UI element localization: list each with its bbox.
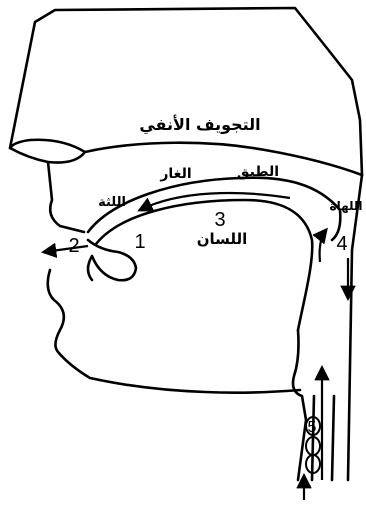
number-5: 5 xyxy=(308,419,317,436)
number-4: 4 xyxy=(336,233,347,255)
label-tongue: اللسان xyxy=(197,230,248,248)
pharynx-back xyxy=(348,175,362,480)
number-3: 3 xyxy=(214,209,225,231)
tongue-surface xyxy=(96,200,312,330)
lips-loop xyxy=(88,240,136,280)
skull-outline xyxy=(10,8,362,175)
label-nasal-cavity: التجويف الأنفي xyxy=(139,115,260,135)
nasal-bridge xyxy=(10,140,85,163)
label-velum: الطبق xyxy=(237,164,279,180)
label-palate: الغار xyxy=(159,166,191,182)
label-alveolar-ridge: اللثة xyxy=(98,195,126,210)
chin-outline xyxy=(48,270,300,393)
nasal-floor xyxy=(85,143,362,175)
throat-front xyxy=(293,330,306,480)
number-1: 1 xyxy=(134,231,145,253)
face-nose xyxy=(48,162,84,232)
vocal-folds-right xyxy=(332,396,334,480)
airflow-arrow-out xyxy=(44,246,88,252)
label-uvula: اللهاة xyxy=(329,199,362,213)
airflow-arrow-pharynx-up xyxy=(320,230,326,262)
number-2: 2 xyxy=(68,235,79,257)
